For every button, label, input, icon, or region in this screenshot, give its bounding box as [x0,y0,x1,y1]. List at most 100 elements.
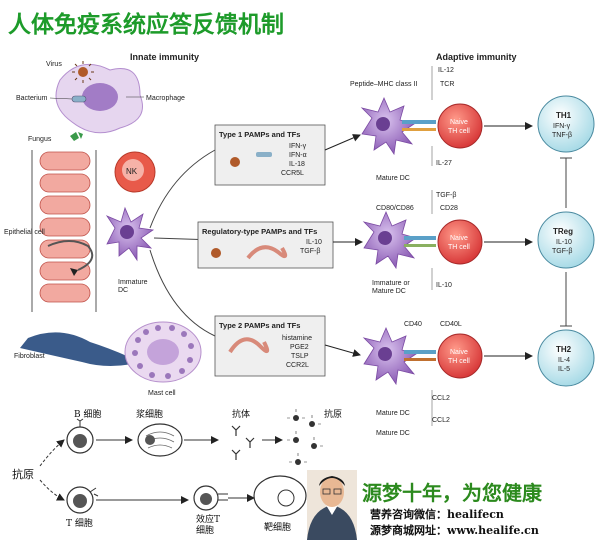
il27-label: IL-27 [436,160,452,167]
portrait-photo [307,470,357,540]
type1-item-2: IFN-α [289,152,307,159]
naive-3-l1: Naive [450,349,468,356]
regulatory-item-2: TGF-β [300,248,320,255]
th2-line2: IL-5 [558,366,570,373]
slogan-main: 源梦十年，为您健康 [362,481,543,505]
bacterium-label: Bacterium [16,95,48,102]
tcr-label: TCR [440,81,454,88]
ccl2-label-2: CCL2 [432,417,450,424]
naive-2-l1: Naive [450,235,468,242]
il12-label: IL-12 [438,67,454,74]
b-cell-label: B 细胞 [74,408,101,420]
mature-dc-label-3: Mature DC [376,410,410,417]
antibody-icons [231,425,255,460]
type2-item-2: PGE2 [290,344,309,351]
immature-dc-label: Immature DC [118,279,150,294]
b-cell [66,418,94,454]
nk-cell: NK [114,151,156,193]
type1-item-1: IFN-γ [289,143,307,150]
epithelial-cells [31,150,97,312]
plasma-label: 浆细胞 [136,408,163,420]
nk-label: NK [126,167,138,176]
tgfb-label: TGF-β [436,192,456,199]
immature-dc-line2: DC [118,287,128,294]
mature-dc-1 [360,96,415,156]
treg-line2: TGF-β [552,248,572,255]
naive-3-l2: TH cell [448,358,470,365]
antigen2-label: 抗原 [324,408,342,420]
naive-th-2: Naive TH cell [437,219,483,265]
cd40-label: CD40 [404,321,422,328]
fibroblast-cell [20,332,140,366]
th1-line2: TNF-β [552,132,572,139]
virus-label: Virus [46,61,62,68]
type1-item-3: IL-18 [289,161,305,168]
virus-icon [72,61,94,83]
immature-dc-line1: Immature [118,279,148,286]
treg-cell: TReg IL-10 TGF-β [537,211,595,269]
naive-th-1: Naive TH cell [437,103,483,149]
type1-item-4: CCR5L [281,170,304,177]
type2-item-4: CCR2L [286,362,309,369]
synapse-1 [402,120,436,131]
slogan-wechat: 营养咨询微信：healifecn [370,507,504,521]
cd80-label: CD80/CD86 [376,205,414,212]
mast-label: Mast cell [148,390,176,397]
type1-title: Type 1 PAMPs and TFs [219,130,300,139]
macrophage-cell [55,63,143,134]
naive-1-l2: TH cell [448,128,470,135]
naive-1-l1: Naive [450,119,468,126]
regulatory-title: Regulatory-type PAMPs and TFs [202,227,317,236]
th2-name: TH2 [556,345,572,354]
naive-th-3-label: Naive TH cell [448,349,470,365]
antibody-label: 抗体 [232,408,250,420]
inhibition-lines [560,157,572,327]
naive-th-3: Naive TH cell [437,333,483,379]
th1-line1: IFN-γ [553,123,571,130]
page-title: 人体免疫系统应答反馈机制 [8,11,284,38]
type1-box: Type 1 PAMPs and TFs IFN-γ IFN-α IL-18 C… [214,124,326,186]
naive-2-l2: TH cell [448,244,470,251]
cd40l-label: CD40L [440,321,462,328]
synapse-2 [404,236,436,247]
th1-cell: TH1 IFN-γ TNF-β [537,95,595,153]
type2-item-1: histamine [282,335,312,342]
cd28-label: CD28 [440,205,458,212]
th2-cell: TH2 IL-4 IL-5 [537,329,595,387]
fungus-icon [70,132,83,141]
fibroblast-label: Fibroblast [14,353,45,360]
macrophage-label: Macrophage [146,95,185,102]
immature-or-line2: Mature DC [372,288,406,295]
target-label: 靶细胞 [264,521,291,533]
immature-dc-cell [105,206,155,262]
th1-name: TH1 [556,111,572,120]
plasma-cell [137,423,183,457]
naive-th-1-label: Naive TH cell [448,119,470,135]
dc-2 [362,210,417,270]
synapse-3 [404,350,436,361]
naive-th-2-label: Naive TH cell [448,235,470,251]
type2-title: Type 2 PAMPs and TFs [219,321,300,330]
slogan-website: 源梦商城网址：www.healife.cn [370,523,539,537]
effector-t-cell [193,485,228,511]
treg-name: TReg [553,227,573,236]
treg-line1: IL-10 [556,239,572,246]
t-cell-label: T 细胞 [66,517,93,529]
mast-cell [124,321,202,383]
type2-item-3: TSLP [291,353,309,360]
mature-dc-label-1: Mature DC [376,175,410,182]
regulatory-item-1: IL-10 [306,239,322,246]
peptide-mhc-label: Peptide–MHC class II [350,81,417,88]
adaptive-header: Adaptive immunity [436,52,517,62]
fungus-label: Fungus [28,136,52,143]
mature-dc-3 [362,326,417,386]
th2-line1: IL-4 [558,357,570,364]
t-cell [66,486,99,514]
antigen-label: 抗原 [12,467,34,481]
immature-or-mature-label: Immature or Mature DC [372,280,412,295]
regulatory-box: Regulatory-type PAMPs and TFs IL-10 TGF-… [197,221,334,269]
ccl2-label-1: CCL2 [432,395,450,402]
mature-dc-label-4: Mature DC [376,430,410,437]
antigen-complex-icons [287,409,323,465]
